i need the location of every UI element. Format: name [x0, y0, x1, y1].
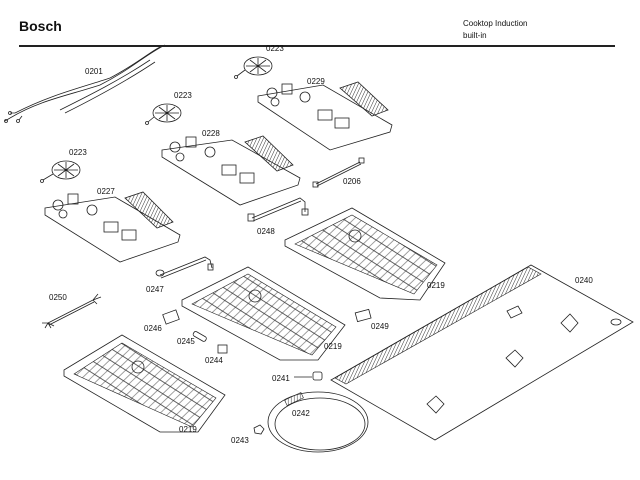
- header-divider: [19, 45, 615, 47]
- part-label: 0223: [174, 91, 192, 100]
- appliance-title-line2: built-in: [463, 31, 487, 40]
- brand-name: Bosch: [19, 18, 62, 34]
- clip-0246[interactable]: 0246: [144, 309, 180, 333]
- part-label: 0245: [177, 337, 195, 346]
- part-label: 0228: [202, 129, 220, 138]
- connector-0244[interactable]: 0244: [205, 344, 228, 365]
- coil-carrier-0219-right[interactable]: 0219: [284, 207, 446, 301]
- glass-ceramic-top-0240[interactable]: 0240: [330, 264, 634, 441]
- part-label: 0219: [427, 281, 445, 290]
- part-label: 0201: [85, 67, 103, 76]
- part-label: 0206: [343, 177, 361, 186]
- part-label: 0244: [205, 356, 223, 365]
- coil-carrier-0219-mid[interactable]: 0219: [181, 266, 346, 361]
- harness-0248[interactable]: 0248: [247, 197, 309, 236]
- part-label: 0250: [49, 293, 67, 302]
- part-label: 0242: [292, 409, 310, 418]
- fan-0223-top[interactable]: 0223: [234, 44, 285, 79]
- harness-0250[interactable]: 0250: [42, 293, 102, 329]
- seal-0242[interactable]: 0242: [267, 391, 369, 453]
- clip-0243[interactable]: 0243: [231, 424, 265, 445]
- fan-0223-left[interactable]: 0223: [40, 148, 88, 183]
- power-board-0229[interactable]: 0229: [257, 77, 393, 151]
- part-label: 0227: [97, 187, 115, 196]
- part-label: 0219: [324, 342, 342, 351]
- part-label: 0240: [575, 276, 593, 285]
- coil-carrier-0219-left[interactable]: 0219: [63, 334, 226, 434]
- clamp-0241[interactable]: 0241: [272, 371, 323, 383]
- power-cable-0201[interactable]: 0201: [4, 44, 166, 123]
- part-label: 0219: [179, 425, 197, 434]
- part-label: 0246: [144, 324, 162, 333]
- part-label: 0243: [231, 436, 249, 445]
- power-board-0227[interactable]: 0227: [44, 187, 181, 263]
- fuse-0245[interactable]: 0245: [177, 331, 207, 346]
- part-label: 0247: [146, 285, 164, 294]
- connector-0249[interactable]: 0249: [354, 308, 389, 331]
- appliance-title-line1: Cooktop Induction: [463, 19, 528, 28]
- part-label: 0223: [266, 44, 284, 53]
- part-label: 0249: [371, 322, 389, 331]
- part-label: 0223: [69, 148, 87, 157]
- appliance-title: Cooktop Induction built-in: [463, 18, 528, 42]
- part-label: 0241: [272, 374, 290, 383]
- part-label: 0248: [257, 227, 275, 236]
- harness-0206[interactable]: 0206: [312, 157, 365, 188]
- part-label: 0229: [307, 77, 325, 86]
- fan-0223-mid[interactable]: 0223: [145, 91, 193, 125]
- power-board-0228[interactable]: 0228: [161, 129, 301, 206]
- harness-0247[interactable]: 0247: [146, 256, 214, 294]
